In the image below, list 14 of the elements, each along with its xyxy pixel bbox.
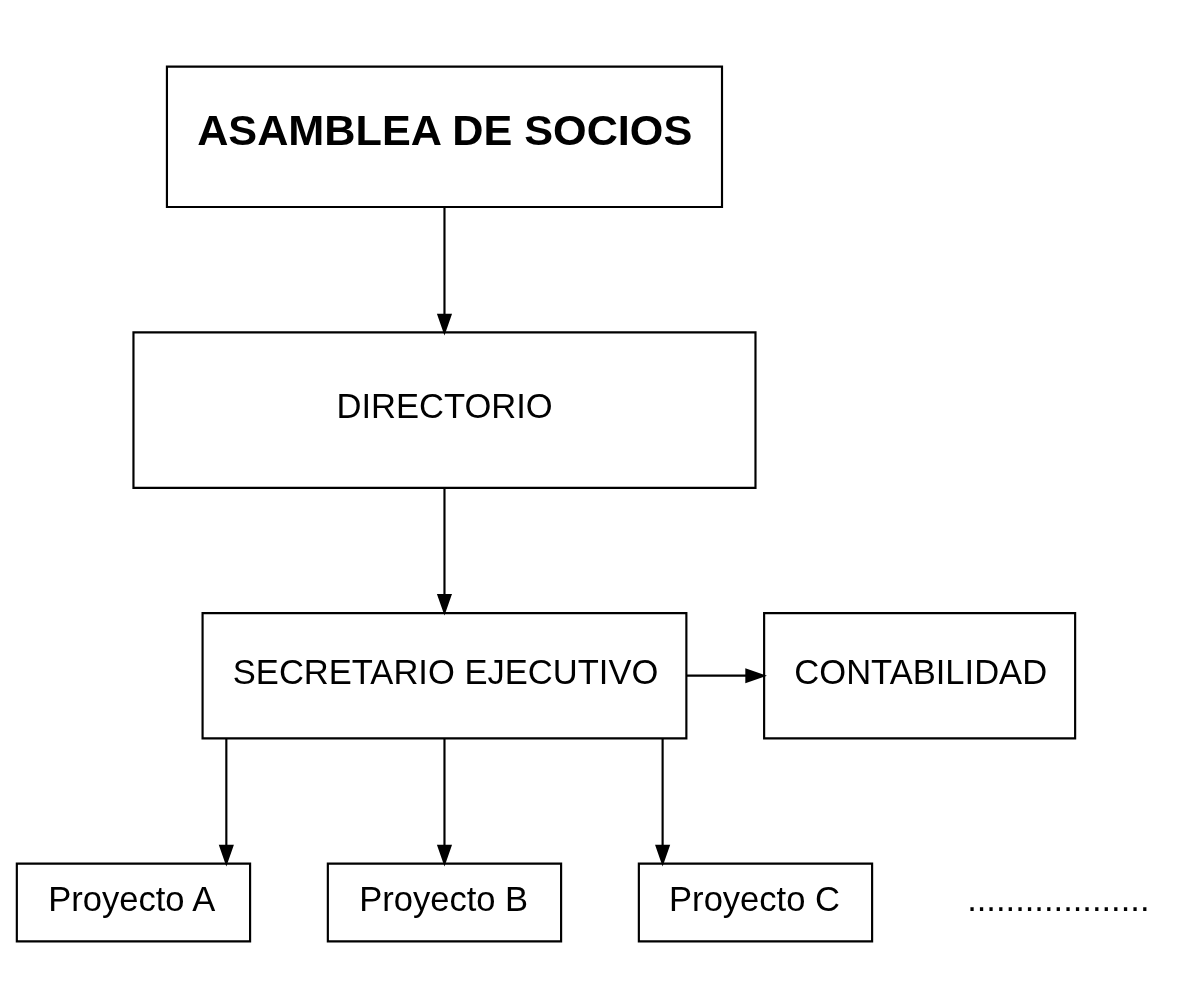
arrow bbox=[218, 738, 234, 867]
node-box: SECRETARIO EJECUTIVO bbox=[201, 612, 688, 740]
arrow bbox=[655, 738, 671, 867]
label: ................... bbox=[967, 879, 1150, 918]
node-box: Proyecto B bbox=[326, 862, 563, 943]
arrow bbox=[436, 207, 453, 336]
node-box: DIRECTORIO bbox=[132, 331, 757, 489]
node-box: Proyecto C bbox=[637, 862, 874, 943]
arrow bbox=[436, 488, 453, 616]
node-box: Proyecto A bbox=[15, 862, 252, 943]
node-box: ASAMBLEA DE SOCIOS bbox=[165, 65, 724, 209]
node-box: CONTABILIDAD bbox=[763, 612, 1077, 740]
arrow bbox=[436, 738, 453, 867]
arrow bbox=[686, 668, 767, 684]
